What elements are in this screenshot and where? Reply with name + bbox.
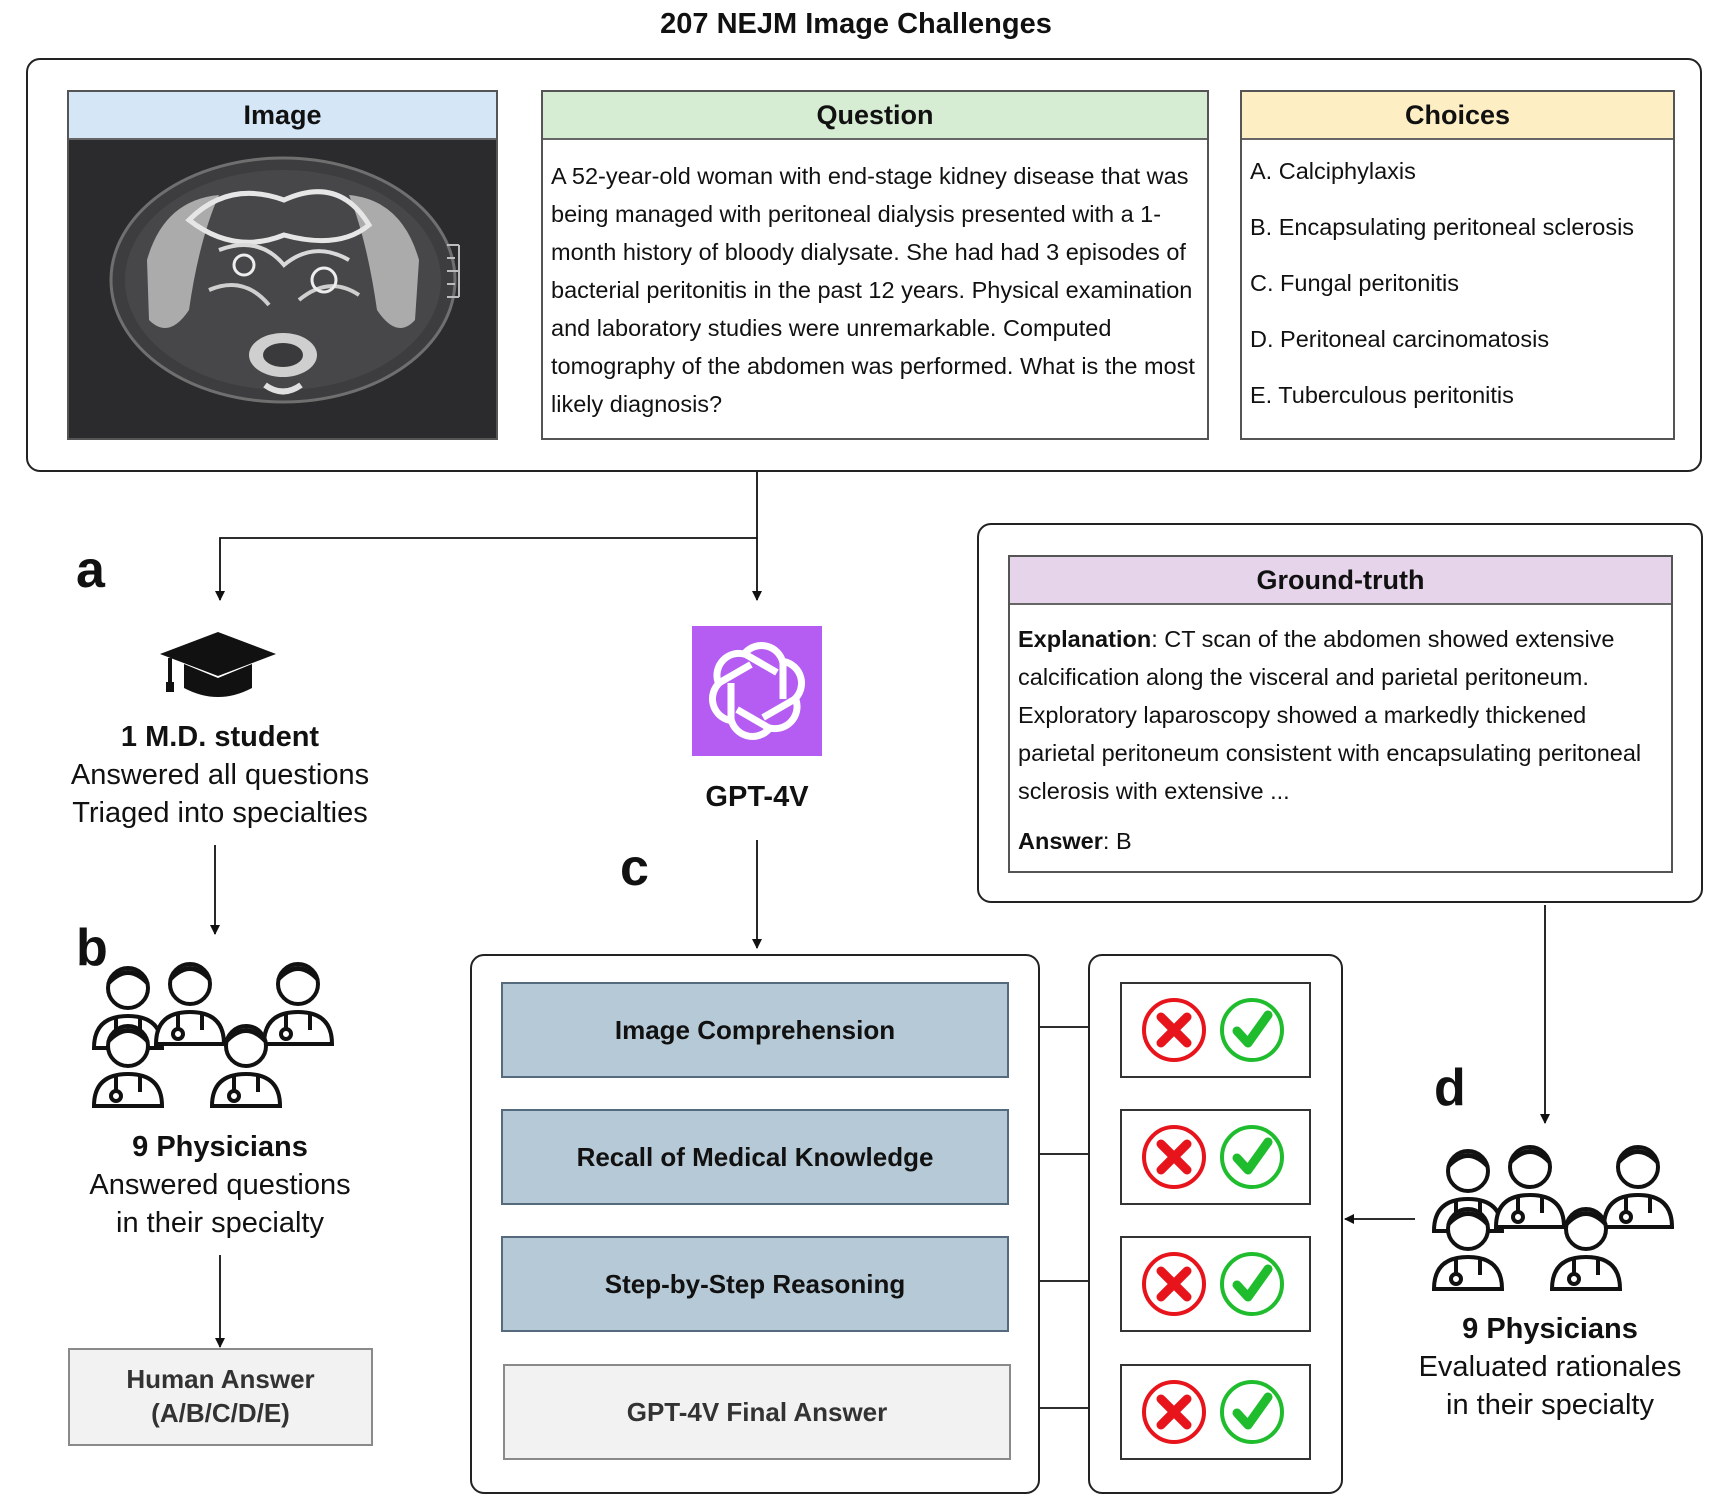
- image-card: Image: [67, 90, 498, 440]
- gpt-label: GPT-4V: [705, 781, 809, 813]
- evaluation-row: [1120, 1109, 1311, 1205]
- physicians-d-line-2: in their specialty: [1446, 1389, 1654, 1421]
- physician-group-icon: [91, 962, 334, 1108]
- choice-a: A. Calciphylaxis: [1250, 158, 1416, 184]
- wrong-mark-icon: [1142, 998, 1206, 1062]
- physicians-d-line-1: Evaluated rationales: [1418, 1351, 1682, 1383]
- student-caption: 1 M.D. student Answered all questions Tr…: [20, 718, 420, 832]
- student-line-2: Triaged into specialties: [72, 797, 368, 829]
- human-answer-line-2: (A/B/C/D/E): [151, 1398, 290, 1428]
- page-title: 207 NEJM Image Challenges: [660, 8, 1052, 40]
- check-mark-icon: [1220, 998, 1284, 1062]
- student-title: 1 M.D. student: [120, 721, 320, 753]
- ground-truth-card: Ground-truth Explanation: CT scan of the…: [1008, 555, 1673, 873]
- answer-value: : B: [1102, 828, 1132, 854]
- wrong-mark-icon: [1142, 1125, 1206, 1189]
- physicians-b-line-2: in their specialty: [116, 1207, 324, 1239]
- answer-label: Answer: [1018, 828, 1103, 854]
- physician-group-icon: [1431, 1145, 1674, 1291]
- choices-card-header: Choices: [1242, 92, 1673, 140]
- question-card: Question A 52-year-old woman with end-st…: [541, 90, 1209, 440]
- explanation-label: Explanation: [1018, 626, 1152, 652]
- physicians-d-caption: 9 Physicians Evaluated rationales in the…: [1370, 1310, 1712, 1424]
- graduation-cap-icon: [160, 632, 276, 697]
- choice-d: D. Peritoneal carcinomatosis: [1250, 326, 1550, 352]
- ground-truth-explanation: Explanation: CT scan of the abdomen show…: [1018, 620, 1663, 810]
- ground-truth-header: Ground-truth: [1010, 557, 1671, 605]
- explanation-text: : CT scan of the abdomen showed extensiv…: [1018, 626, 1642, 804]
- physicians-b-title: 9 Physicians: [132, 1131, 308, 1163]
- evaluation-row: [1120, 982, 1311, 1078]
- question-text: A 52-year-old woman with end-stage kidne…: [551, 163, 1195, 417]
- choice-c: C. Fungal peritonitis: [1250, 270, 1459, 296]
- physicians-b-caption: 9 Physicians Answered questions in their…: [20, 1128, 420, 1242]
- step-reasoning: Step-by-Step Reasoning: [501, 1236, 1009, 1332]
- wrong-mark-icon: [1142, 1252, 1206, 1316]
- ground-truth-answer: Answer: B: [1018, 822, 1663, 860]
- question-card-header: Question: [543, 92, 1207, 140]
- label-a: a: [76, 541, 105, 599]
- evaluation-row: [1120, 1236, 1311, 1332]
- choice-e: E. Tuberculous peritonitis: [1250, 382, 1514, 408]
- check-mark-icon: [1220, 1125, 1284, 1189]
- step-final-answer: GPT-4V Final Answer: [503, 1364, 1011, 1460]
- choice-b: B. Encapsulating peritoneal sclerosis: [1250, 214, 1635, 240]
- student-line-1: Answered all questions: [70, 759, 370, 791]
- wrong-mark-icon: [1142, 1380, 1206, 1444]
- label-d: d: [1434, 1059, 1466, 1117]
- label-c: c: [620, 839, 649, 897]
- human-answer-line-1: Human Answer: [126, 1364, 315, 1394]
- label-b: b: [76, 919, 108, 977]
- physicians-b-line-1: Answered questions: [89, 1169, 351, 1201]
- image-card-header: Image: [69, 92, 496, 140]
- ct-scan-image: [69, 140, 496, 438]
- step-recall-knowledge: Recall of Medical Knowledge: [501, 1109, 1009, 1205]
- openai-logo-icon: [692, 626, 822, 756]
- step-image-comprehension: Image Comprehension: [501, 982, 1009, 1078]
- check-mark-icon: [1220, 1380, 1284, 1444]
- check-mark-icon: [1220, 1252, 1284, 1316]
- choices-card: Choices A. Calciphylaxis B. Encapsulatin…: [1240, 90, 1675, 440]
- human-answer-box: Human Answer (A/B/C/D/E): [68, 1348, 373, 1446]
- physicians-d-title: 9 Physicians: [1462, 1313, 1638, 1345]
- evaluation-row: [1120, 1364, 1311, 1460]
